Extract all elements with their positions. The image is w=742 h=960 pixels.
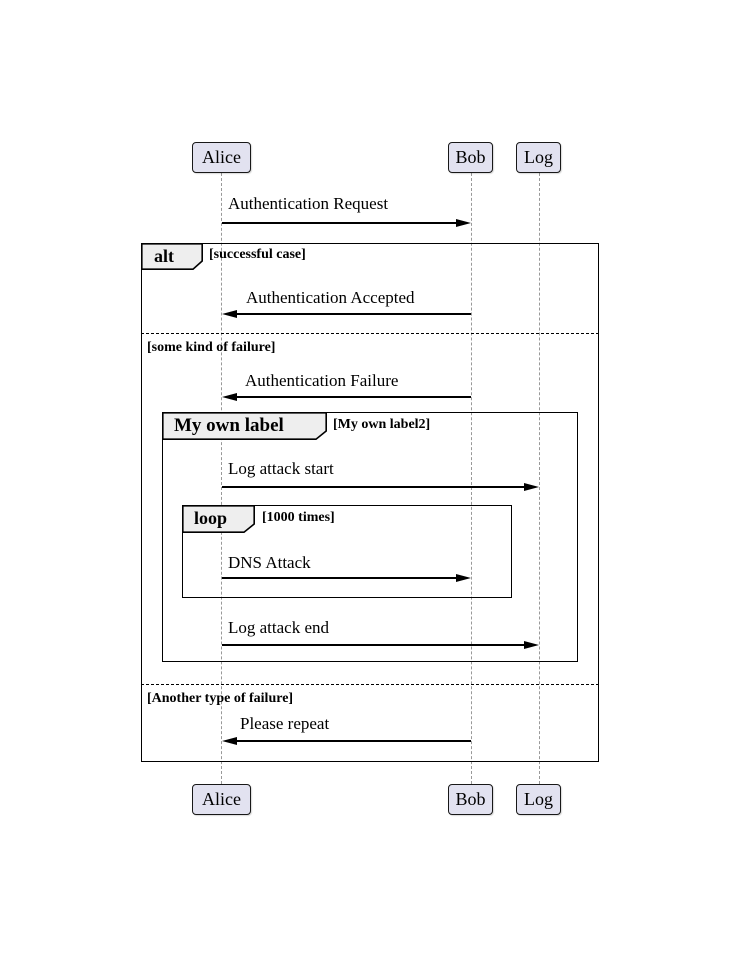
arrow-line-auth-accepted — [236, 313, 471, 315]
arrowhead-right-icon — [524, 640, 539, 649]
message-log-attack-start: Log attack start — [228, 459, 334, 478]
group-keyword: My own label — [174, 415, 284, 436]
arrowhead-left-icon — [222, 309, 237, 318]
group-condition: [My own label2] — [333, 417, 431, 432]
loop-keyword: loop — [194, 508, 228, 528]
participant-bob-top: Bob — [448, 142, 493, 173]
participant-alice-bottom: Alice — [192, 784, 251, 815]
lifeline-log — [539, 173, 540, 784]
message-auth-failure: Authentication Failure — [245, 371, 399, 390]
group-frame — [162, 412, 578, 662]
arrow-line-dns-attack — [222, 577, 458, 579]
participant-log-top: Log — [516, 142, 561, 173]
participant-log-bottom: Log — [516, 784, 561, 815]
participant-bob-bottom: Bob — [448, 784, 493, 815]
divider-label-some-failure: [some kind of failure] — [147, 340, 276, 355]
arrow-line-log-attack-end — [222, 644, 524, 646]
lifeline-alice — [221, 173, 222, 784]
alt-condition: [successful case] — [209, 247, 306, 262]
arrow-line-please-repeat — [236, 740, 471, 742]
message-log-attack-end: Log attack end — [228, 618, 330, 637]
participant-alice-label: Alice — [202, 147, 241, 167]
arrow-line-auth-request — [222, 222, 458, 224]
loop-frame-header-pentagon — [182, 505, 255, 533]
participant-bob-label: Bob — [455, 789, 486, 809]
arrowhead-right-icon — [524, 482, 539, 491]
participant-alice-label: Alice — [202, 789, 241, 809]
participant-log-label: Log — [524, 789, 553, 809]
message-auth-accepted: Authentication Accepted — [246, 288, 415, 307]
message-please-repeat: Please repeat — [240, 714, 330, 733]
participant-bob-label: Bob — [455, 147, 486, 167]
group-frame-header-pentagon — [162, 412, 327, 440]
alt-keyword: alt — [154, 246, 174, 266]
arrow-line-log-attack-start — [222, 486, 524, 488]
arrowhead-left-icon — [222, 736, 237, 745]
participant-alice-top: Alice — [192, 142, 251, 173]
lifeline-bob — [471, 173, 472, 784]
participant-log-label: Log — [524, 147, 553, 167]
alt-frame-header-pentagon — [141, 243, 203, 270]
arrowhead-right-icon — [456, 218, 471, 227]
arrow-line-auth-failure — [236, 396, 471, 398]
message-dns-attack: DNS Attack — [228, 553, 311, 572]
loop-frame — [182, 505, 512, 598]
alt-divider-another-failure — [141, 684, 599, 685]
arrowhead-right-icon — [456, 573, 471, 582]
alt-divider-some-failure — [141, 333, 599, 334]
message-auth-request: Authentication Request — [228, 194, 389, 213]
alt-frame — [141, 243, 599, 762]
loop-condition: [1000 times] — [262, 510, 335, 525]
arrowhead-left-icon — [222, 392, 237, 401]
divider-label-another-failure: [Another type of failure] — [147, 691, 294, 706]
